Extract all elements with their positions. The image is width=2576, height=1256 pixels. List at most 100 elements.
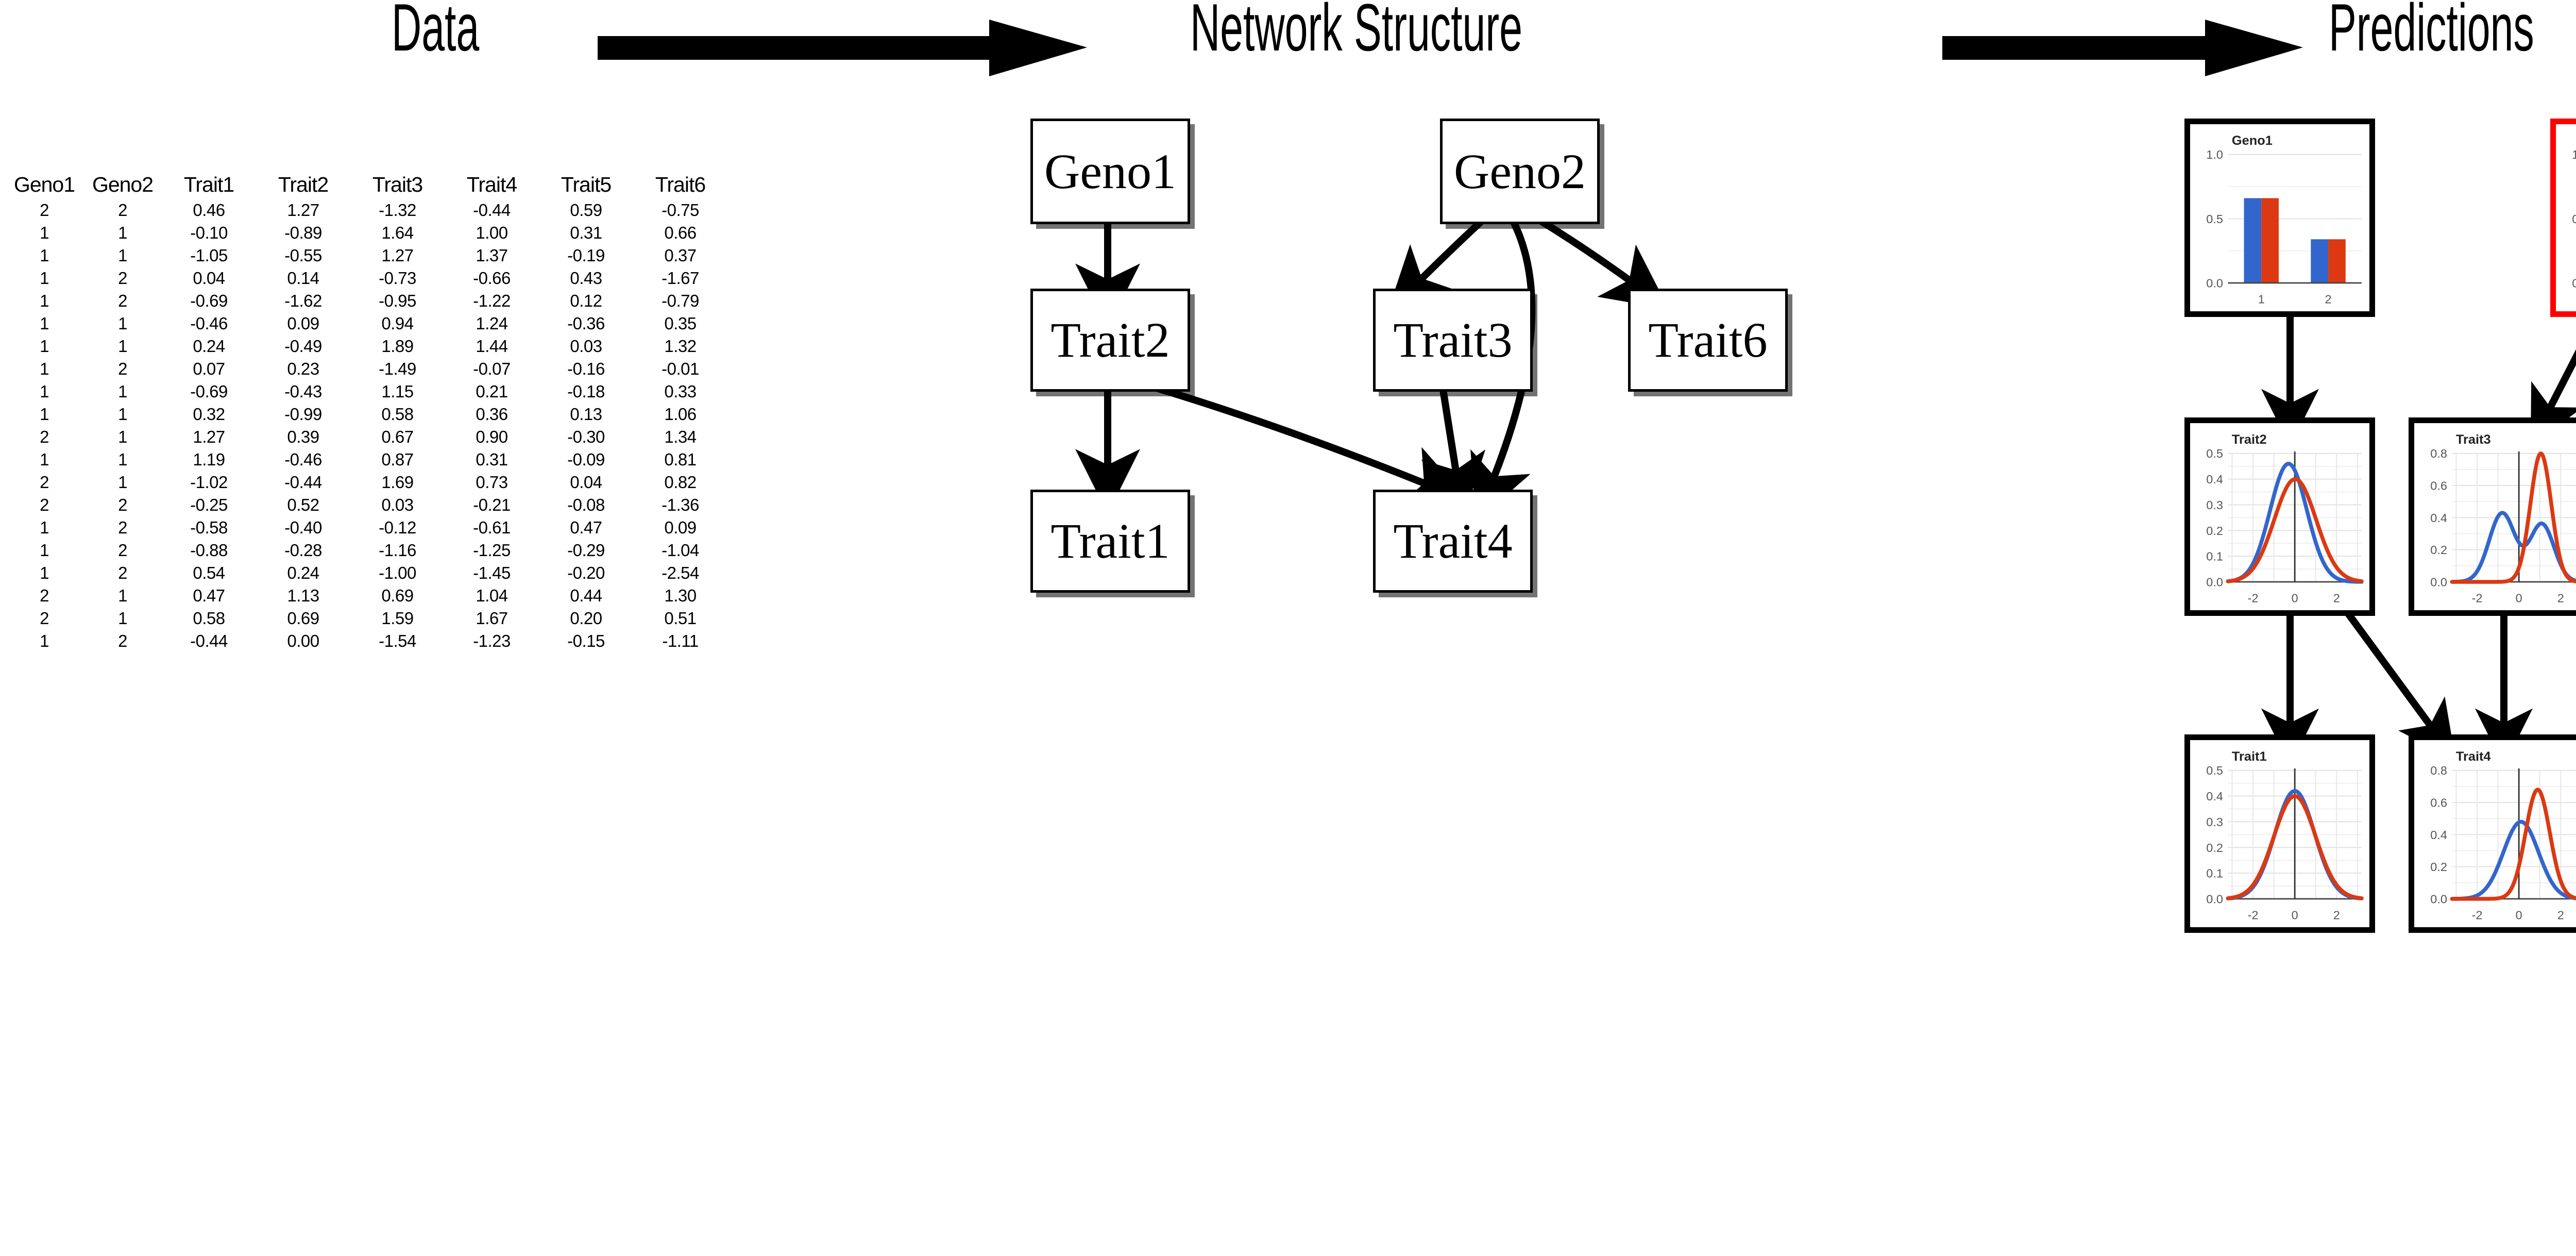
table-cell: -0.07 — [473, 359, 511, 378]
table-cell: 0.59 — [570, 200, 602, 220]
density-curve-after — [2450, 451, 2576, 584]
table-cell: 1 — [40, 359, 49, 378]
prediction-panel-geno2-1[interactable]: Geno2:10.00.51.012 — [2550, 119, 2576, 317]
table-column-header: Trait3 — [372, 172, 423, 196]
network-node-trait3[interactable]: Trait3 — [1373, 289, 1533, 392]
y-tick-label: 0.0 — [2206, 276, 2223, 290]
chart-title: Geno1 — [2232, 133, 2273, 148]
network-section-title: Network Structure — [1190, 0, 1523, 65]
y-tick-label: 0.0 — [2430, 892, 2447, 906]
y-tick-label: 0.5 — [2572, 212, 2576, 226]
table-column-header: Trait4 — [466, 172, 517, 196]
y-tick-label: 0.2 — [2430, 860, 2447, 874]
table-column-header: Trait5 — [561, 172, 612, 196]
table-column-header: Geno1 — [13, 172, 75, 196]
network-node-trait4[interactable]: Trait4 — [1373, 490, 1533, 593]
table-cell: 0.73 — [476, 473, 508, 492]
density-curve-before — [2226, 461, 2364, 584]
y-tick-label: 0.8 — [2430, 764, 2447, 777]
table-cell: 1 — [40, 563, 49, 582]
table-cell: 2 — [40, 495, 49, 514]
table-column-header: Trait6 — [655, 172, 706, 196]
chart-title: Trait1 — [2232, 749, 2267, 764]
table-cell: 1.19 — [193, 450, 225, 469]
table-cell: 1 — [40, 269, 49, 288]
network-node-trait1[interactable]: Trait1 — [1030, 490, 1190, 593]
table-cell: -0.69 — [190, 382, 228, 401]
network-to-predictions-arrow — [1942, 20, 2303, 76]
table-cell: 1 — [118, 427, 127, 446]
x-tick-label: -2 — [2248, 592, 2259, 605]
table-cell: 1.13 — [287, 586, 319, 605]
network-node-label: Trait6 — [1648, 312, 1768, 367]
network-node-geno1[interactable]: Geno1 — [1030, 119, 1190, 224]
x-tick-label: 0 — [2516, 909, 2522, 922]
table-cell: -1.02 — [190, 473, 228, 492]
table-cell: 0.94 — [381, 314, 414, 333]
table-cell: -0.69 — [190, 291, 228, 310]
table-cell: 0.36 — [476, 405, 508, 424]
table-cell: -0.46 — [190, 314, 228, 333]
table-cell: 1.27 — [381, 246, 414, 265]
table-cell: -0.73 — [379, 269, 416, 288]
density-curve-after — [2226, 477, 2364, 583]
table-cell: 0.51 — [664, 609, 697, 628]
table-cell: 1 — [118, 314, 127, 333]
table-cell: -0.88 — [190, 541, 228, 560]
table-cell: -0.75 — [662, 200, 699, 220]
table-cell: -0.61 — [473, 518, 511, 537]
table-cell: 0.21 — [476, 382, 508, 401]
edge-trait2-trait4 — [1150, 383, 1470, 508]
network-node-geno2[interactable]: Geno2 — [1440, 119, 1600, 224]
table-cell: 2 — [40, 427, 49, 446]
table-cell: -0.28 — [284, 541, 322, 560]
x-tick-label: 0 — [2516, 592, 2522, 605]
network-node-trait2[interactable]: Trait2 — [1030, 289, 1190, 392]
table-cell: 0.24 — [193, 337, 225, 356]
table-cell: 1.64 — [381, 223, 414, 242]
data-to-network-arrow — [598, 20, 1087, 76]
y-tick-label: 0.6 — [2430, 479, 2447, 493]
table-cell: 0.87 — [381, 450, 414, 469]
table-cell: -1.67 — [662, 269, 699, 288]
table-cell: 1 — [40, 291, 49, 310]
table-cell: 1.15 — [381, 382, 414, 401]
table-cell: -0.44 — [190, 631, 228, 650]
table-cell: 1.34 — [664, 427, 697, 446]
table-cell: 2 — [118, 359, 127, 378]
table-cell: 0.67 — [381, 427, 414, 446]
table-cell: -2.54 — [662, 563, 699, 582]
network-node-label: Trait4 — [1393, 513, 1513, 568]
table-cell: 1 — [118, 246, 127, 265]
table-cell: -0.30 — [567, 427, 605, 446]
table-cell: 0.81 — [664, 450, 697, 469]
y-tick-label: 0.8 — [2430, 447, 2447, 460]
network-node-label: Geno2 — [1454, 143, 1586, 199]
table-cell: -0.19 — [567, 246, 605, 265]
table-cell: -0.55 — [284, 246, 322, 265]
table-cell: 1 — [118, 450, 127, 469]
network-node-trait6[interactable]: Trait6 — [1628, 289, 1788, 392]
table-cell: 0.12 — [570, 291, 602, 310]
x-tick-label: 2 — [2333, 592, 2340, 605]
table-cell: 0.23 — [287, 359, 319, 378]
bar-after-2 — [2328, 239, 2346, 283]
table-cell: -0.46 — [284, 450, 322, 469]
pred-edge-trait2-trait4 — [2341, 606, 2456, 760]
network-node-label: Trait1 — [1050, 513, 1170, 568]
